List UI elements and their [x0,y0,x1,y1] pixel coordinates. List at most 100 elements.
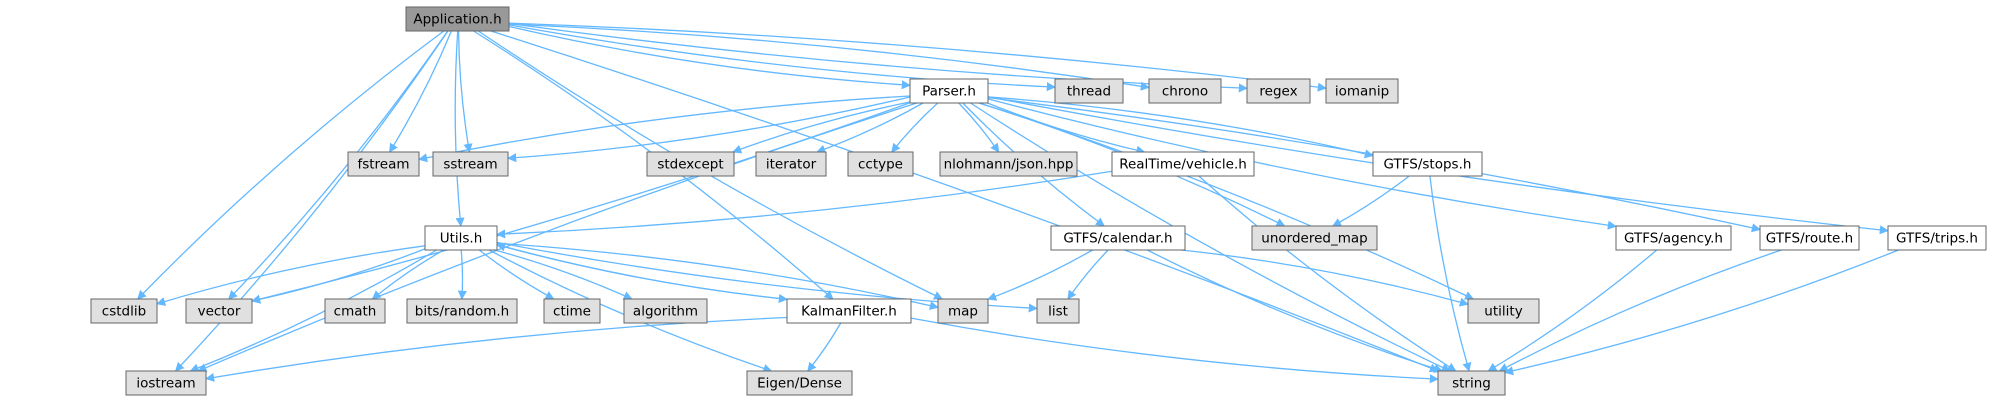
edge-kalman-to-eigen_dense [807,322,842,372]
node-cmath: cmath [324,298,386,324]
node-box [1887,225,1987,251]
node-label: list [1048,304,1068,320]
node-chrono: chrono [1148,78,1222,104]
node-label: iostream [136,376,195,392]
edge-parser_h-to-sstream [507,96,911,163]
edge-gtfs_route-to-string [1498,249,1782,372]
node-box [1615,225,1732,251]
node-box [755,151,827,177]
node-iostream: iostream [125,370,207,396]
node-box [1148,78,1222,104]
node-box [406,298,518,324]
node-list: list [1036,298,1080,324]
node-label: algorithm [633,304,698,320]
node-application-h[interactable]: Application.h [405,6,510,32]
edge-parser_h-to-nlohmann_json [958,102,1000,153]
edge-parser_h-to-vector [251,102,911,304]
edge-parser_h-to-utility [979,102,1475,300]
node-gtfs-stops[interactable]: GTFS/stops.h [1372,151,1483,177]
edge-utils_h-to-vector [251,248,426,304]
node-box [432,151,509,177]
edge-utils_h-to-algorithm [494,249,633,300]
node-label: chrono [1162,84,1208,100]
edge-gtfs_calendar-to-list [1067,249,1109,300]
node-box [424,225,498,251]
edge-gtfs_agency-to-string [1487,249,1658,372]
node-label: Parser.h [922,84,976,100]
edge-utils_h-to-ctime [478,249,555,300]
node-box [1111,151,1255,177]
edge-utils_h-to-iostream [189,249,437,373]
node-gtfs-route[interactable]: GTFS/route.h [1759,225,1860,251]
edge-parser_h-to-stdexcept [732,101,911,154]
node-gtfs-trips[interactable]: GTFS/trips.h [1887,225,1987,251]
node-gtfs-agency[interactable]: GTFS/agency.h [1615,225,1732,251]
node-iomanip: iomanip [1325,78,1399,104]
node-gtfs-calendar[interactable]: GTFS/calendar.h [1050,225,1186,251]
node-iterator: iterator [755,151,827,177]
node-label: map [948,304,978,320]
node-box [1251,225,1378,251]
edge-parser_h-to-string [970,102,1451,372]
node-label: nlohmann/json.hpp [944,157,1074,173]
node-label: KalmanFilter.h [801,304,897,320]
edge-gtfs_calendar-to-string [1146,249,1444,373]
node-box [90,298,158,324]
edge-application_h-to-fstream [389,30,452,153]
node-label: cmath [334,304,377,320]
edge-application_h-to-sstream [457,30,473,153]
edge-application_h-to-vector [228,30,449,300]
node-label: regex [1259,84,1297,100]
node-box [1372,151,1483,177]
edge-utils_h-to-bits_random [457,249,467,300]
edge-utils_h-to-map [496,242,939,310]
edge-application_h-to-chrono [508,23,1150,91]
node-cstdlib: cstdlib [90,298,158,324]
edge-parser_h-to-iostream [197,102,918,372]
node-utility: utility [1467,298,1540,324]
node-box [847,151,914,177]
node-box [347,151,420,177]
node-label: string [1452,376,1491,392]
node-label: GTFS/calendar.h [1063,231,1172,247]
edge-gtfs_stops-to-string [1429,175,1472,372]
edge-utils_h-to-cmath [371,249,444,300]
node-box [646,151,735,177]
node-label: GTFS/agency.h [1624,231,1723,247]
node-box [1467,298,1540,324]
node-parser-h[interactable]: Parser.h [909,78,989,104]
node-label: bits/random.h [415,304,509,320]
node-cctype: cctype [847,151,914,177]
node-label: iterator [766,157,817,173]
node-label: stdexcept [657,157,723,173]
node-box [1054,78,1124,104]
edge-gtfs_calendar-to-map [987,249,1093,301]
node-realtime-vehicle[interactable]: RealTime/vehicle.h [1111,151,1255,177]
node-box [786,298,912,324]
node-fstream: fstream [347,151,420,177]
edge-application_h-to-iomanip [508,22,1327,92]
node-label: Application.h [413,12,501,28]
node-label: sstream [443,157,497,173]
node-box [1050,225,1186,251]
node-label: iomanip [1335,84,1389,100]
node-label: RealTime/vehicle.h [1119,157,1247,173]
node-box [623,298,708,324]
node-label: cctype [858,157,903,173]
node-utils-h[interactable]: Utils.h [424,225,498,251]
node-box [746,370,853,396]
node-box [1437,370,1506,396]
node-vector: vector [185,298,253,324]
node-box [1036,298,1080,324]
edge-gtfs_stops-to-unordered_map [1332,175,1410,227]
node-label: Eigen/Dense [757,376,842,392]
node-box [937,298,989,324]
node-box [1759,225,1860,251]
node-kalman[interactable]: KalmanFilter.h [786,298,912,324]
edge-realtime_vehicle-to-utils_h [496,170,1113,239]
node-label: thread [1067,84,1111,100]
node-box [543,298,601,324]
edge-parser_h-to-fstream [418,95,911,163]
edge-parser_h-to-gtfs_stops [987,96,1374,159]
